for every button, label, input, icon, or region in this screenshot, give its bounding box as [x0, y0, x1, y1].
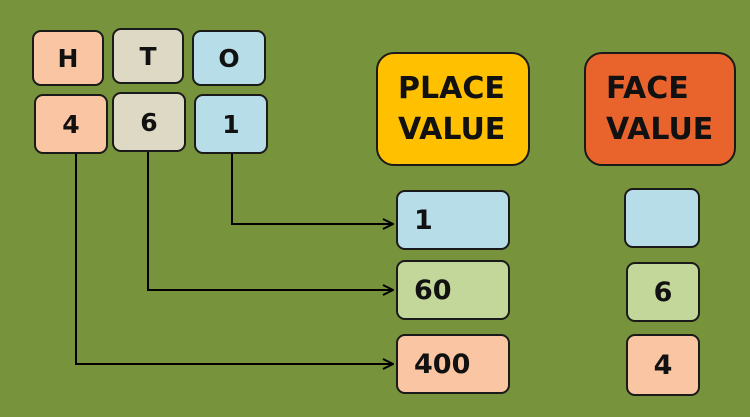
face-value-heading-line1: FACE [606, 70, 689, 106]
face-value-tens: 6 [626, 262, 700, 322]
face-value-heading: FACE VALUE [584, 52, 736, 166]
face-value-hundreds: 4 [626, 334, 700, 396]
place-value-heading-line2: VALUE [398, 112, 506, 147]
hundreds-digit: 4 [34, 94, 108, 154]
tens-header: T [112, 28, 184, 84]
tens-arrow [147, 152, 392, 290]
place-value-hundreds: 400 [396, 334, 510, 394]
place-value-tens: 60 [396, 260, 510, 320]
tens-digit: 6 [112, 92, 186, 152]
place-value-heading-line1: PLACE [398, 70, 505, 106]
face-value-heading-line2: VALUE [606, 112, 714, 147]
face-value-ones [624, 188, 700, 248]
hundreds-header: H [32, 30, 104, 86]
ones-header: O [192, 30, 266, 86]
hundreds-arrow [75, 152, 392, 364]
ones-digit: 1 [194, 94, 268, 154]
ones-arrow [231, 152, 392, 224]
place-value-ones: 1 [396, 190, 510, 250]
place-value-heading: PLACE VALUE [376, 52, 530, 166]
